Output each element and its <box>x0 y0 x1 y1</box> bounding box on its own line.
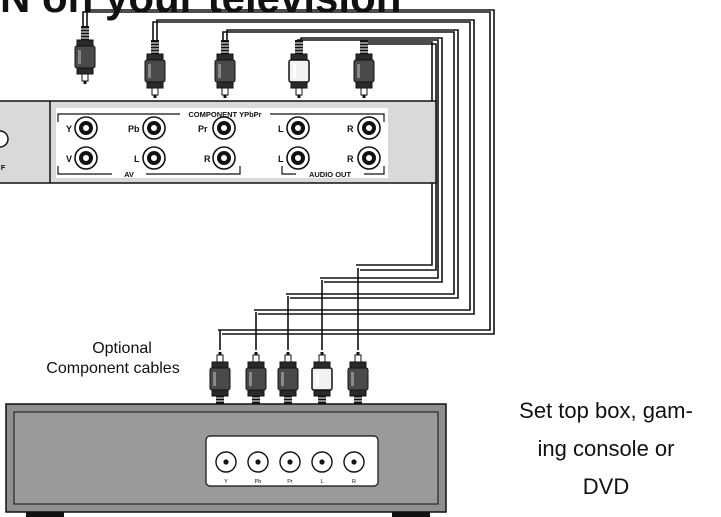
cables-caption-line1: Optional <box>92 340 152 357</box>
device-jack-pr <box>279 451 301 473</box>
device-box: Y Pb Pr L R <box>5 403 447 517</box>
cable-wires <box>82 9 495 350</box>
tv-label-l3: L <box>278 154 284 164</box>
tv-label-l2: L <box>134 154 140 164</box>
tv-label-r1: R <box>347 124 354 134</box>
plug-top-2 <box>144 39 166 99</box>
device-jack-r <box>343 451 365 473</box>
tv-label-pr: Pr <box>198 124 208 134</box>
tv-label-l1: L <box>278 124 284 134</box>
tv-jack-v <box>74 146 98 170</box>
bottom-plugs <box>210 352 368 410</box>
group-label-component: COMPONENT YPbPr <box>188 110 261 119</box>
device-label-pr: Pr <box>287 479 293 485</box>
tv-jack-y <box>74 116 98 140</box>
tv-jack-r-top <box>357 116 381 140</box>
plug-top-5 <box>353 39 375 99</box>
plug-top-1 <box>74 25 96 85</box>
device-label-pb: Pb <box>255 479 262 485</box>
plug-bottom-2 <box>246 352 266 410</box>
group-label-av: AV <box>124 170 134 179</box>
device-label-l: L <box>320 479 323 485</box>
plug-bottom-3 <box>278 352 298 410</box>
tv-jack-pb <box>142 116 166 140</box>
device-label-r: R <box>352 479 356 485</box>
tv-jack-r-av <box>212 146 236 170</box>
tv-jack-l-top <box>286 116 310 140</box>
tv-jack-l-audio <box>286 146 310 170</box>
device-label-y: Y <box>224 479 228 485</box>
device-caption-line3: DVD <box>582 474 630 499</box>
device-jack-l <box>311 451 333 473</box>
plug-bottom-4 <box>312 352 332 410</box>
tv-label-y: Y <box>66 124 72 134</box>
tv-panel: COMPONENT YPbPr AV AUDIO OUT F Y Pb Pr L… <box>0 100 437 184</box>
tv-jack-l-av <box>142 146 166 170</box>
tv-jack-pr <box>212 116 236 140</box>
device-caption-line1: Set top box, gam- <box>519 398 693 423</box>
edge-label: F <box>1 163 6 172</box>
plug-top-4 <box>288 39 310 99</box>
top-plugs <box>74 25 375 99</box>
cables-caption-line2: Component cables <box>46 360 180 377</box>
device-jack-y <box>215 451 237 473</box>
tv-jack-r-audio <box>357 146 381 170</box>
plug-bottom-5 <box>348 352 368 410</box>
tv-label-pb: Pb <box>128 124 140 134</box>
tv-label-v: V <box>66 154 72 164</box>
device-caption-line2: ing console or <box>537 436 675 461</box>
device-jack-pb <box>247 451 269 473</box>
plug-top-3 <box>214 39 236 99</box>
tv-label-r3: R <box>347 154 354 164</box>
tv-label-r2: R <box>204 154 211 164</box>
group-label-audio: AUDIO OUT <box>309 170 352 179</box>
